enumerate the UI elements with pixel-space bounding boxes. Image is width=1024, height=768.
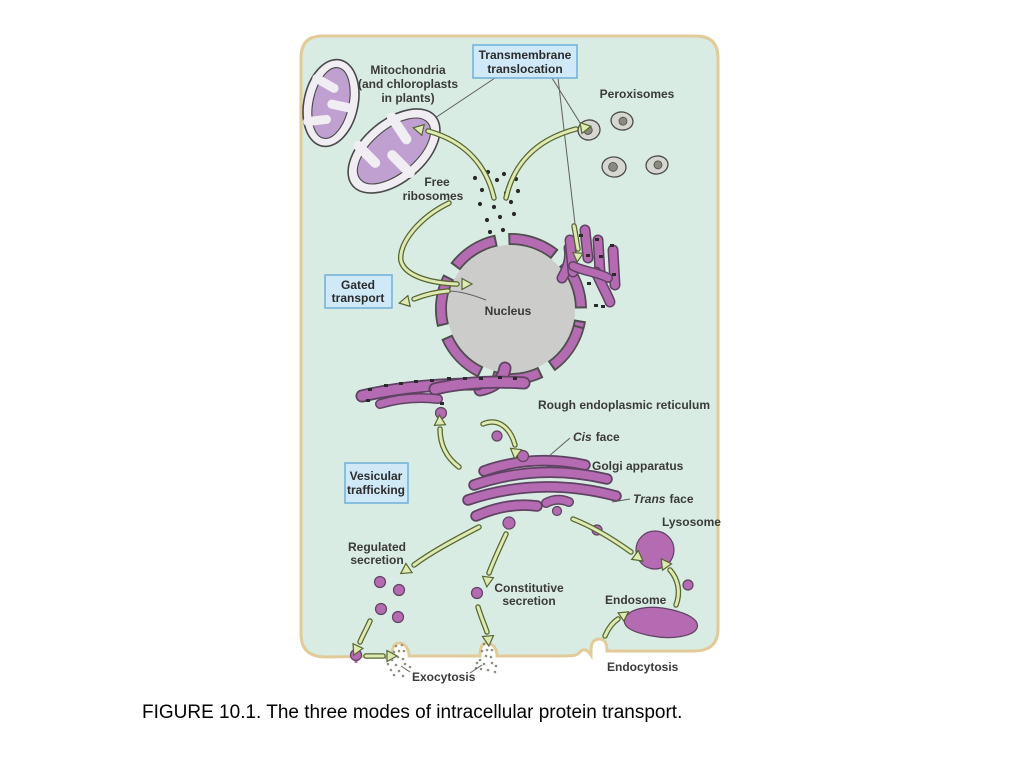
peroxisomes <box>577 111 669 178</box>
lysosome <box>635 530 675 570</box>
rough-er <box>355 375 531 420</box>
free-ribosomes-label-line2: ribosomes <box>403 189 464 203</box>
endosome-label: Endosome <box>605 593 667 607</box>
endocytosis-label: Endocytosis <box>607 660 679 674</box>
constitutive-secretion-label-line2: secretion <box>502 594 555 608</box>
endosome <box>623 606 699 639</box>
exocytosis-site-right <box>474 642 498 674</box>
golgi-apparatus <box>462 449 622 530</box>
mitochondrion-1 <box>302 58 360 148</box>
transport-arrows <box>352 121 682 663</box>
regulated-secretion-label-line2: secretion <box>350 553 403 567</box>
transmembrane-label-line2: translocation <box>487 62 562 76</box>
mitochondria-label-line2: (and chloroplasts <box>358 77 458 91</box>
golgi-label: Golgi apparatus <box>592 459 684 473</box>
gated-label-line1: Gated <box>341 278 375 292</box>
gated-label-line2: transport <box>332 291 385 305</box>
transmembrane-label-line1: Transmembrane <box>479 48 572 62</box>
figure-caption: FIGURE 10.1. The three modes of intracel… <box>142 702 683 723</box>
transmembrane-translocation-box: Transmembrane translocation <box>472 44 578 79</box>
lysosome-label: Lysosome <box>662 515 721 529</box>
gated-transport-box: Gated transport <box>324 274 393 309</box>
free-ribosomes-label-line1: Free <box>424 175 450 189</box>
exocytosis-label: Exocytosis <box>412 670 476 684</box>
label-pointers <box>400 437 631 674</box>
mitochondria-label-line3: in plants) <box>381 91 434 105</box>
er-right-of-nucleus <box>564 224 621 308</box>
mitochondria-label-line1: Mitochondria <box>370 63 446 77</box>
vesicular-label-line1: Vesicular <box>350 469 403 483</box>
vesicular-label-line2: trafficking <box>347 483 405 497</box>
regulated-secretion-label-line1: Regulated <box>348 540 406 554</box>
transport-vesicles <box>349 430 694 663</box>
constitutive-secretion-label-line1: Constitutive <box>494 581 564 595</box>
peroxisomes-label: Peroxisomes <box>600 87 675 101</box>
nucleus-label: Nucleus <box>485 304 532 318</box>
exocytosis-site-left <box>384 643 412 678</box>
vesicular-trafficking-box: Vesicular trafficking <box>344 462 409 504</box>
rough-er-label: Rough endoplasmic reticulum <box>538 398 710 412</box>
